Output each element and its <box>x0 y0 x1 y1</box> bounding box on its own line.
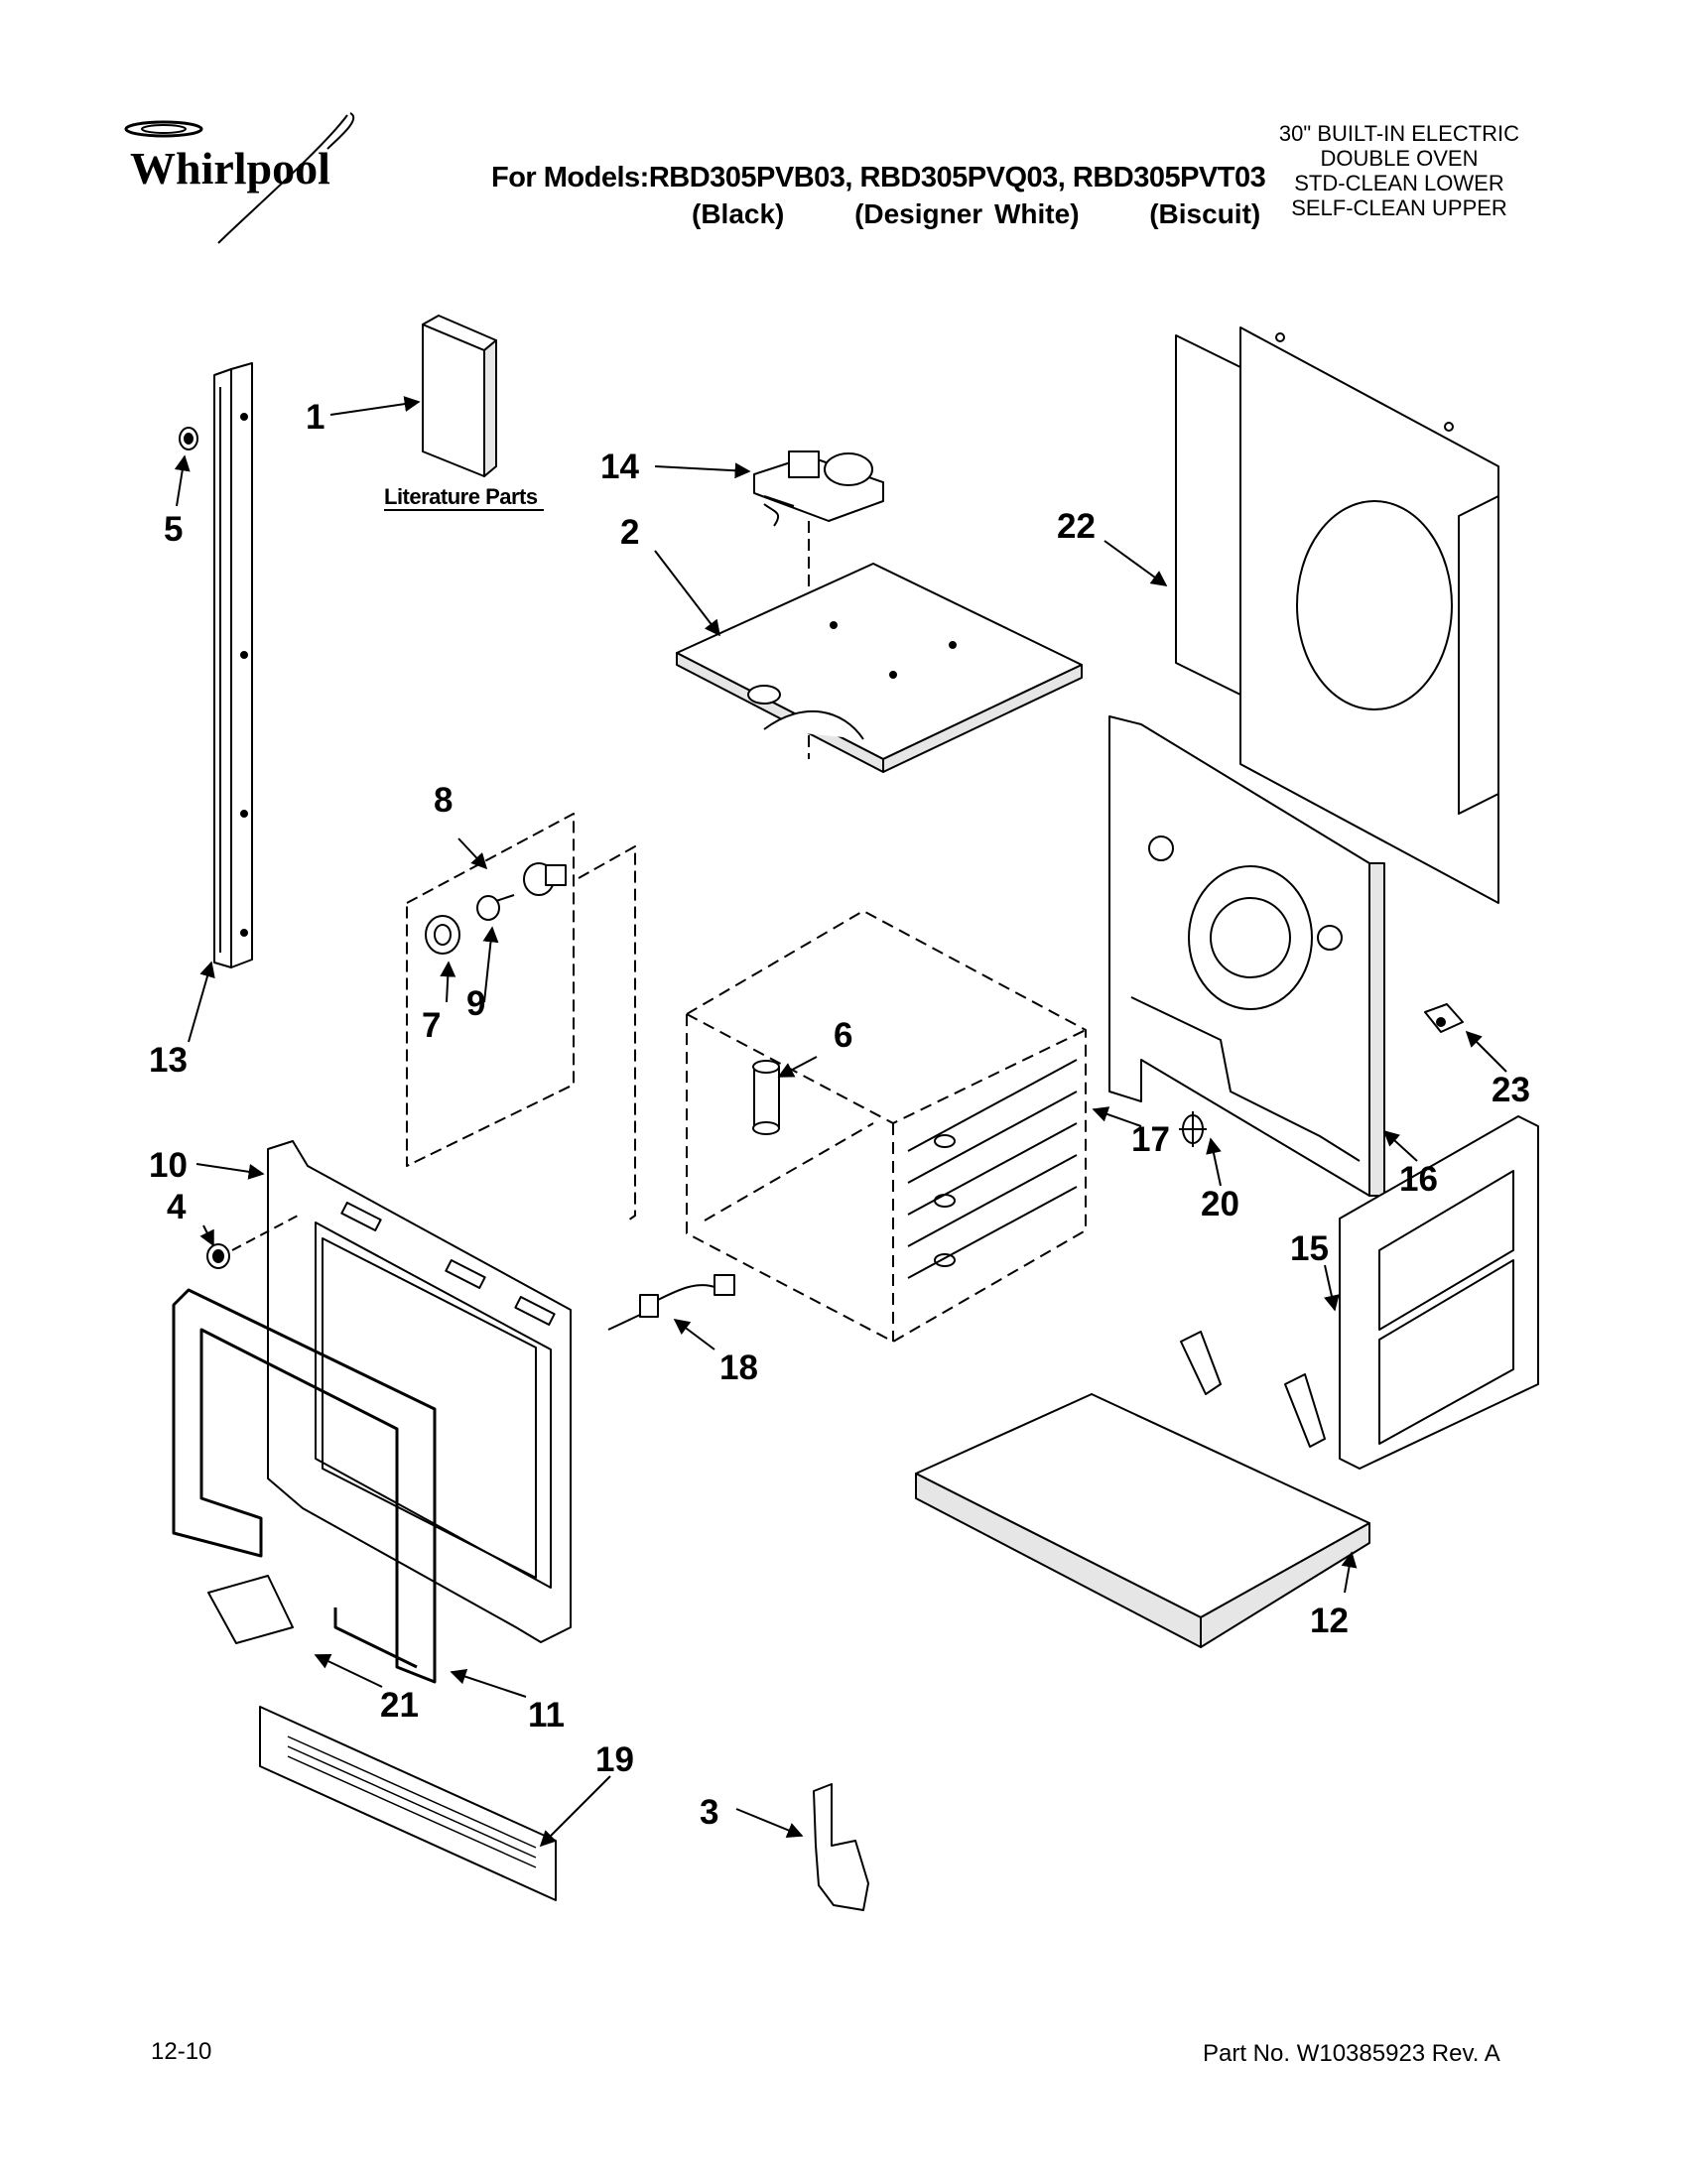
callout-3: 3 <box>700 1793 718 1832</box>
callout-arrow <box>777 1056 818 1078</box>
finishes-line: (Black) (Designer White) (Biscuit) <box>692 198 1260 230</box>
finish-black: (Black) <box>692 198 785 229</box>
callout-arrow <box>1104 540 1168 586</box>
callout-23: 23 <box>1492 1071 1530 1109</box>
callout-17: 17 <box>1131 1120 1170 1159</box>
callout-arrow <box>735 1808 804 1838</box>
callout-arrow <box>673 1319 715 1350</box>
brand-wordmark: Whirlpool <box>130 143 330 193</box>
callout-arrow <box>654 462 751 479</box>
oven-cavity <box>686 910 1087 1343</box>
callout-16: 16 <box>1399 1160 1438 1199</box>
literature-parts-label: Literature Parts <box>384 484 538 509</box>
callout-20: 20 <box>1201 1185 1239 1223</box>
callout-arrow <box>1324 1264 1340 1312</box>
bumper-guide-line <box>231 1215 299 1251</box>
callout-arrow <box>539 1775 611 1848</box>
bottom-panel <box>915 1331 1370 1648</box>
product-description: 30" BUILT-IN ELECTRIC DOUBLE OVEN STD-CL… <box>1221 121 1578 220</box>
callout-14: 14 <box>600 448 639 486</box>
light-socket <box>523 862 567 896</box>
callout-arrow <box>1092 1106 1142 1127</box>
callout-arrow <box>482 926 499 1003</box>
oven-rack-supports <box>907 1059 1078 1279</box>
whirlpool-logo: Whirlpool <box>124 112 354 244</box>
callout-7: 7 <box>422 1006 441 1045</box>
callout-arrow <box>329 396 421 416</box>
gasket-retainer <box>207 1575 294 1644</box>
light-guide-line <box>578 845 636 1223</box>
callout-arrow <box>440 961 456 1003</box>
callout-10: 10 <box>149 1146 188 1185</box>
callout-18: 18 <box>719 1349 758 1387</box>
callout-11: 11 <box>528 1696 565 1734</box>
side-bracket <box>813 1783 869 1911</box>
callout-8: 8 <box>434 781 453 820</box>
sensor-bracket <box>1179 1111 1207 1147</box>
callout-arrow <box>188 961 215 1043</box>
literature-parts-book <box>422 315 497 477</box>
callout-12: 12 <box>1310 1602 1349 1640</box>
mounting-clip <box>1424 1003 1464 1033</box>
callout-arrow <box>450 1668 527 1698</box>
callout-arrow <box>457 837 488 870</box>
light-lens-ring <box>425 915 460 955</box>
callout-13: 13 <box>149 1041 188 1080</box>
front-frame <box>267 1140 572 1643</box>
callout-arrow <box>199 1224 214 1247</box>
temperature-sensor <box>607 1274 735 1331</box>
callout-2: 2 <box>620 513 639 552</box>
callout-arrow <box>1465 1030 1507 1073</box>
callout-arrow <box>1382 1129 1418 1162</box>
callout-9: 9 <box>466 984 485 1023</box>
callout-19: 19 <box>595 1740 634 1779</box>
rear-panel <box>1175 326 1499 904</box>
side-panel <box>1339 1115 1539 1470</box>
revision-date: 12-10 <box>151 2038 212 2065</box>
callout-arrow <box>1341 1551 1358 1594</box>
callout-4: 4 <box>167 1188 187 1226</box>
models-line: For Models:RBD305PVB03, RBD305PVQ03, RBD… <box>491 162 1266 193</box>
part-number: Part No. W10385923 Rev. A <box>1203 2040 1500 2067</box>
bake-element <box>752 1060 780 1135</box>
finish-biscuit: (Biscuit) <box>1149 198 1261 229</box>
callout-arrow <box>314 1653 383 1688</box>
light-assembly-box <box>406 813 575 1167</box>
callout-arrow <box>1206 1137 1222 1187</box>
side-trim-strip <box>213 362 253 968</box>
light-bulb <box>476 894 515 921</box>
description-line: SELF-CLEAN UPPER <box>1291 195 1507 220</box>
top-panel <box>676 563 1083 773</box>
door-latch-assembly <box>753 450 884 527</box>
finish-designer-white: (Designer White) <box>854 198 1080 229</box>
callout-arrow <box>654 550 720 637</box>
rear-frame <box>1108 715 1385 1197</box>
description-line: 30" BUILT-IN ELECTRIC <box>1278 121 1520 146</box>
callout-6: 6 <box>834 1016 852 1055</box>
callout-5: 5 <box>164 510 183 549</box>
description-line: STD-CLEAN LOWER <box>1294 171 1504 195</box>
callout-15: 15 <box>1290 1229 1329 1268</box>
callout-21: 21 <box>380 1686 419 1725</box>
description-line: DOUBLE OVEN <box>1320 146 1479 171</box>
callout-22: 22 <box>1057 507 1096 546</box>
callout-1: 1 <box>306 398 325 437</box>
bumper-part <box>206 1243 230 1269</box>
callout-arrow <box>195 1163 265 1180</box>
vent-grille <box>259 1706 557 1901</box>
callout-arrow <box>174 454 191 507</box>
bumper-part <box>179 427 198 450</box>
oven-door-gasket <box>172 1288 437 1684</box>
